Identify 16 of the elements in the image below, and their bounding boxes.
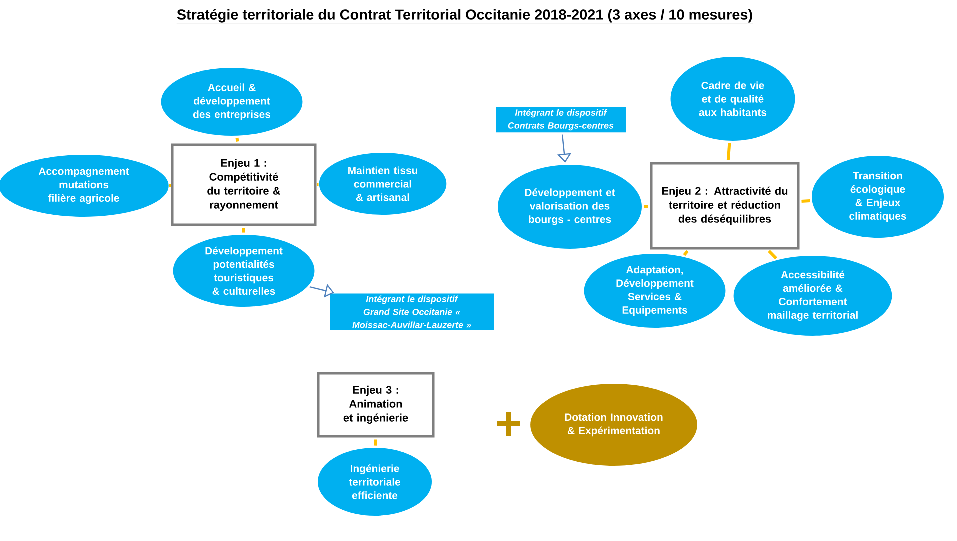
connector: [768, 250, 778, 260]
connector: [169, 184, 172, 187]
connector: [726, 143, 732, 160]
issue-box: Enjeu 1 : Compétitivité du territoire & rayonnement: [171, 144, 317, 226]
note-label: Intégrant le dispositif Contrats Bourgs-centres: [496, 107, 626, 133]
issue-box: Enjeu 2 : Attractivité du territoire et réduction des déséquilibres: [650, 162, 800, 250]
connector: [242, 228, 246, 233]
title: Stratégie territoriale du Contrat Territorial Occitanie 2018-2021 (3 axes / 10 mesures): [176, 9, 754, 24]
note-label: Intégrant le dispositif Grand Site Occitanie « Moissac-Auvillar-Lauzerte »: [330, 294, 494, 330]
connector: [317, 182, 319, 186]
connector: [644, 205, 648, 208]
connector: [236, 138, 240, 142]
connector: [683, 250, 689, 256]
connector: [374, 440, 378, 446]
issue-box: Enjeu 3 : Animation et ingénierie: [317, 372, 435, 438]
connector: [802, 199, 810, 203]
